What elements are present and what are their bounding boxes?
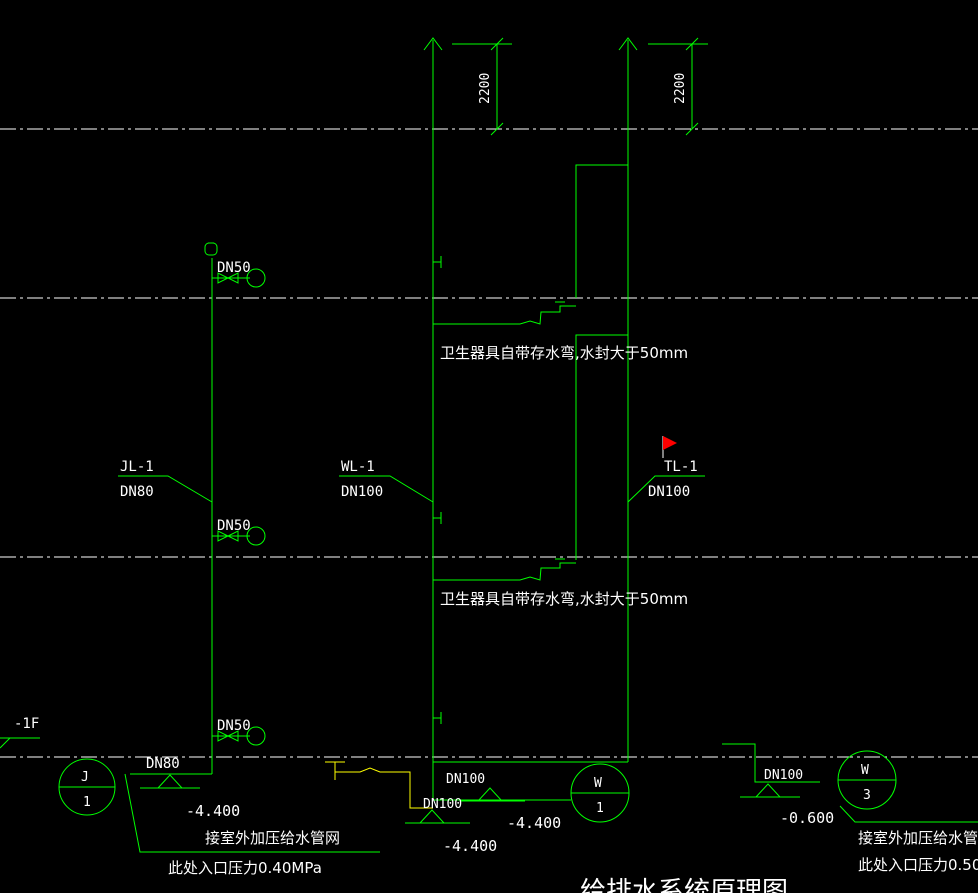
dimension-right: [648, 37, 708, 136]
w1-elevation-right: -4.400: [507, 814, 561, 832]
w3-note-leader: [839, 805, 978, 823]
floor-level-lines: [0, 128, 978, 758]
flag-icon: [662, 436, 677, 458]
fixture-branch-lower: [433, 562, 576, 581]
jl1-riser: [118, 242, 266, 775]
drawing-title: 给排水系统原理图: [580, 877, 788, 893]
pressure-gauge-icon: [246, 726, 266, 746]
branch-size-mid: DN50: [217, 518, 251, 534]
vent-connector-lower: [575, 334, 628, 560]
w3-elevation: -0.600: [780, 809, 834, 827]
fixture-note-upper: 卫生器具自带存水弯,水封大于50mm: [440, 344, 688, 362]
tl1-leader: [627, 475, 705, 503]
pressure-gauge-icon: [246, 268, 266, 288]
j1-note-leader: [124, 773, 380, 853]
tl1-size: DN100: [648, 484, 690, 500]
j1-symbol-bottom: 1: [83, 795, 91, 810]
air-vent-icon: [204, 242, 218, 256]
w1-drain-line: [432, 790, 571, 801]
dimension-left: [452, 37, 512, 136]
w1-symbol-top: W: [594, 776, 602, 791]
w1-size-lower: DN100: [423, 797, 462, 812]
j1-size: DN80: [146, 756, 180, 772]
j1-level-triangle: [156, 774, 184, 789]
fixture-note-lower: 卫生器具自带存水弯,水封大于50mm: [440, 590, 688, 608]
floor-marker: -1F: [0, 716, 40, 749]
wl1-leader: [339, 475, 434, 503]
jl1-tag: JL-1: [120, 459, 154, 475]
outlets: [58, 743, 978, 853]
w3-pipe: [722, 743, 820, 783]
tl1-tag: TL-1: [664, 459, 698, 475]
jl1-leader: [118, 475, 213, 503]
j1-symbol-top: J: [81, 770, 89, 785]
yellow-drain: [325, 761, 433, 809]
dimension-label-left: 2200: [478, 73, 493, 104]
branch-valve-top: [212, 268, 266, 288]
jl1-size: DN80: [120, 484, 154, 500]
wl1-tag: WL-1: [341, 459, 375, 475]
j1-note-line2: 此处入口压力0.40MPa: [168, 859, 322, 877]
w3-note-line2: 此处入口压力0.50M: [858, 856, 978, 874]
dimension-label-right: 2200: [673, 73, 688, 104]
drainage-risers: [339, 37, 708, 790]
w1-size-upper: DN100: [446, 772, 485, 787]
j1-note-line1: 接室外加压给水管网: [205, 829, 340, 847]
w1-elevation-left: -4.400: [443, 837, 497, 855]
branch-valve-bottom: [212, 726, 266, 746]
floor-triangle: [0, 737, 12, 749]
fixture-branch-upper: [433, 305, 576, 325]
tl1-arrow-icon: [618, 37, 638, 51]
w3-symbol-bottom: 3: [863, 788, 871, 803]
wl1-arrow-icon: [423, 37, 443, 51]
w1-level-triangle-right: [476, 787, 504, 802]
branch-size-top: DN50: [217, 260, 251, 276]
branch-size-bottom: DN50: [217, 718, 251, 734]
floor-label: -1F: [14, 716, 39, 732]
w3-level-triangle: [754, 783, 782, 798]
branch-valve-mid: [212, 526, 266, 546]
w3-size: DN100: [764, 768, 803, 783]
vent-connector-upper: [575, 164, 628, 298]
j1-elevation: -4.400: [186, 802, 240, 820]
w3-note-line1: 接室外加压给水管: [858, 829, 978, 847]
wl1-size: DN100: [341, 484, 383, 500]
pressure-gauge-icon: [246, 526, 266, 546]
w1-symbol-bottom: 1: [596, 801, 604, 816]
w3-symbol-top: W: [861, 763, 869, 778]
